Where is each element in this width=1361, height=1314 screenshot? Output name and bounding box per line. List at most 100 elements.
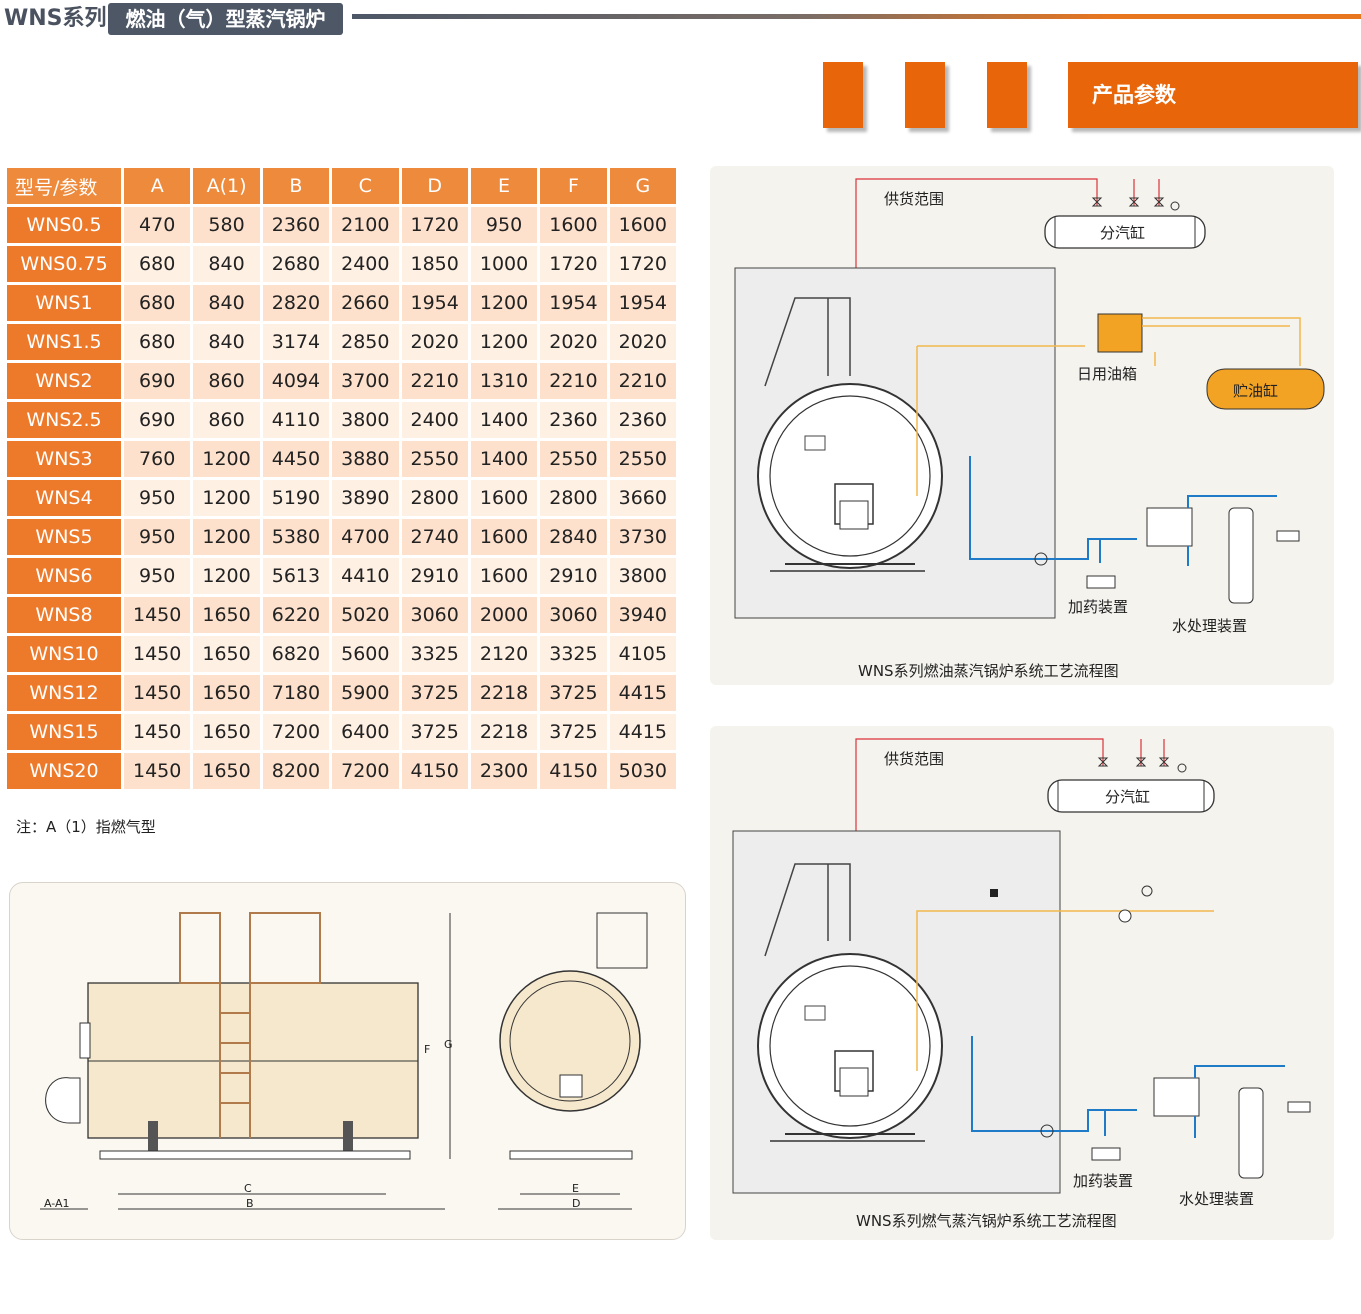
value-cell: 2400 xyxy=(401,402,468,438)
header-col-4: C xyxy=(332,168,399,204)
value-cell: 1650 xyxy=(193,636,260,672)
value-cell: 3325 xyxy=(540,636,607,672)
model-cell: WNS10 xyxy=(7,636,121,672)
value-cell: 1450 xyxy=(124,597,191,633)
value-cell: 4450 xyxy=(262,441,330,477)
oil-caption: WNS系列燃油蒸汽锅炉系统工艺流程图 xyxy=(858,662,1119,680)
model-cell: WNS12 xyxy=(7,675,121,711)
dim-a: A-A1 xyxy=(44,1197,70,1210)
value-cell: 860 xyxy=(193,363,260,399)
value-cell: 5613 xyxy=(262,558,330,594)
value-cell: 3174 xyxy=(262,324,330,360)
dim-f: F xyxy=(424,1043,430,1056)
value-cell: 5600 xyxy=(332,636,399,672)
value-cell: 840 xyxy=(193,246,260,282)
value-cell: 2550 xyxy=(540,441,607,477)
oil-flow-svg: 供货范围 分汽缸 加药装置 水处理装置 xyxy=(734,178,1325,680)
tab-product-params[interactable]: 产品参数 xyxy=(1068,62,1358,128)
value-cell: 580 xyxy=(193,207,260,243)
value-cell: 2218 xyxy=(470,675,538,711)
value-cell: 2400 xyxy=(332,246,399,282)
value-cell: 2210 xyxy=(540,363,607,399)
value-cell: 3800 xyxy=(332,402,399,438)
value-cell: 2020 xyxy=(401,324,468,360)
value-cell: 5380 xyxy=(262,519,330,555)
dim-g: G xyxy=(444,1038,453,1051)
value-cell: 4410 xyxy=(332,558,399,594)
value-cell: 680 xyxy=(124,285,191,321)
value-cell: 3700 xyxy=(332,363,399,399)
tab-2[interactable] xyxy=(905,62,945,128)
value-cell: 2210 xyxy=(401,363,468,399)
oil-supply-scope: 供货范围 xyxy=(884,190,944,208)
value-cell: 6820 xyxy=(262,636,330,672)
value-cell: 950 xyxy=(124,519,191,555)
value-cell: 2360 xyxy=(540,402,607,438)
value-cell: 7200 xyxy=(262,714,330,750)
header-col-5: D xyxy=(401,168,468,204)
value-cell: 1600 xyxy=(470,480,538,516)
value-cell: 5190 xyxy=(262,480,330,516)
model-cell: WNS4 xyxy=(7,480,121,516)
value-cell: 2910 xyxy=(540,558,607,594)
value-cell: 3800 xyxy=(609,558,676,594)
value-cell: 3880 xyxy=(332,441,399,477)
value-cell: 1600 xyxy=(540,207,607,243)
value-cell: 680 xyxy=(124,324,191,360)
value-cell: 2800 xyxy=(540,480,607,516)
value-cell: 5900 xyxy=(332,675,399,711)
value-cell: 2210 xyxy=(609,363,676,399)
value-cell: 2550 xyxy=(401,441,468,477)
tab-3[interactable] xyxy=(987,62,1027,128)
value-cell: 4105 xyxy=(609,636,676,672)
value-cell: 950 xyxy=(470,207,538,243)
value-cell: 1650 xyxy=(193,753,260,789)
model-cell: WNS1 xyxy=(7,285,121,321)
value-cell: 6400 xyxy=(332,714,399,750)
value-cell: 1600 xyxy=(470,519,538,555)
value-cell: 2020 xyxy=(609,324,676,360)
value-cell: 2000 xyxy=(470,597,538,633)
value-cell: 4110 xyxy=(262,402,330,438)
value-cell: 840 xyxy=(193,324,260,360)
tab-1[interactable] xyxy=(823,62,863,128)
model-cell: WNS6 xyxy=(7,558,121,594)
gas-dosing: 加药装置 xyxy=(1073,1172,1133,1190)
model-cell: WNS15 xyxy=(7,714,121,750)
oil-day-tank: 日用油箱 xyxy=(1077,365,1137,383)
header-col-3: B xyxy=(262,168,330,204)
value-cell: 1720 xyxy=(609,246,676,282)
value-cell: 1954 xyxy=(540,285,607,321)
value-cell: 3730 xyxy=(609,519,676,555)
value-cell: 4415 xyxy=(609,714,676,750)
value-cell: 3060 xyxy=(540,597,607,633)
dimension-drawing: C B A-A1 F G E D xyxy=(9,882,686,1240)
value-cell: 760 xyxy=(124,441,191,477)
value-cell: 1450 xyxy=(124,675,191,711)
value-cell: 860 xyxy=(193,402,260,438)
header-model-param: 型号/参数 xyxy=(7,168,121,204)
value-cell: 470 xyxy=(124,207,191,243)
model-cell: WNS0.5 xyxy=(7,207,121,243)
value-cell: 2740 xyxy=(401,519,468,555)
value-cell: 1200 xyxy=(193,519,260,555)
header-col-7: F xyxy=(540,168,607,204)
value-cell: 1650 xyxy=(193,714,260,750)
model-cell: WNS3 xyxy=(7,441,121,477)
value-cell: 840 xyxy=(193,285,260,321)
series-label: WNS系列 xyxy=(4,6,107,31)
value-cell: 1650 xyxy=(193,675,260,711)
value-cell: 2100 xyxy=(332,207,399,243)
oil-water-treatment: 水处理装置 xyxy=(1172,617,1247,635)
value-cell: 5020 xyxy=(332,597,399,633)
value-cell: 2020 xyxy=(540,324,607,360)
table-note: 注：A（1）指燃气型 xyxy=(16,818,156,836)
page-title: 燃油（气）型蒸汽锅炉 xyxy=(108,3,343,35)
value-cell: 2300 xyxy=(470,753,538,789)
value-cell: 2660 xyxy=(332,285,399,321)
